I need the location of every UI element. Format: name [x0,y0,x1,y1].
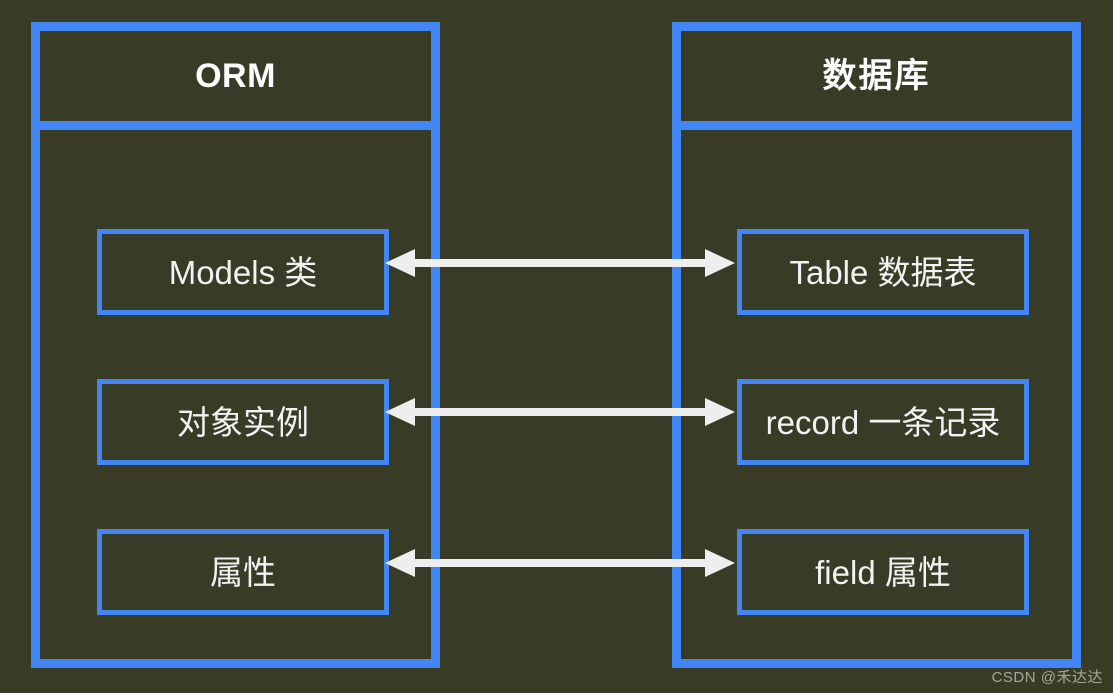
connector-models-table [385,246,735,280]
watermark: CSDN @禾达达 [991,669,1103,686]
item-box-object-instance[interactable]: 对象实例 [97,379,389,465]
item-label-table: Table 数据表 [789,253,977,291]
item-box-attribute[interactable]: 属性 [97,529,389,615]
item-label-field: field 属性 [815,553,951,591]
connector-instance-record [385,395,735,429]
panel-orm: ORM Models 类 对象实例 属性 [31,22,440,668]
panel-database-body: Table 数据表 record 一条记录 field 属性 [681,130,1072,659]
panel-database-title: 数据库 [822,57,931,95]
item-label-attribute: 属性 [210,553,276,591]
item-label-object-instance: 对象实例 [177,403,309,441]
panel-orm-title: ORM [195,57,276,95]
item-label-record: record 一条记录 [765,403,1001,441]
connector-attribute-field [385,546,735,580]
item-box-table[interactable]: Table 数据表 [737,229,1029,315]
item-box-models-class[interactable]: Models 类 [97,229,389,315]
item-label-models-class: Models 类 [168,253,318,291]
panel-orm-header: ORM [40,31,431,130]
panel-database-header: 数据库 [681,31,1072,130]
panel-database: 数据库 Table 数据表 record 一条记录 field 属性 [672,22,1081,668]
panel-orm-body: Models 类 对象实例 属性 [40,130,431,659]
item-box-record[interactable]: record 一条记录 [737,379,1029,465]
item-box-field[interactable]: field 属性 [737,529,1029,615]
